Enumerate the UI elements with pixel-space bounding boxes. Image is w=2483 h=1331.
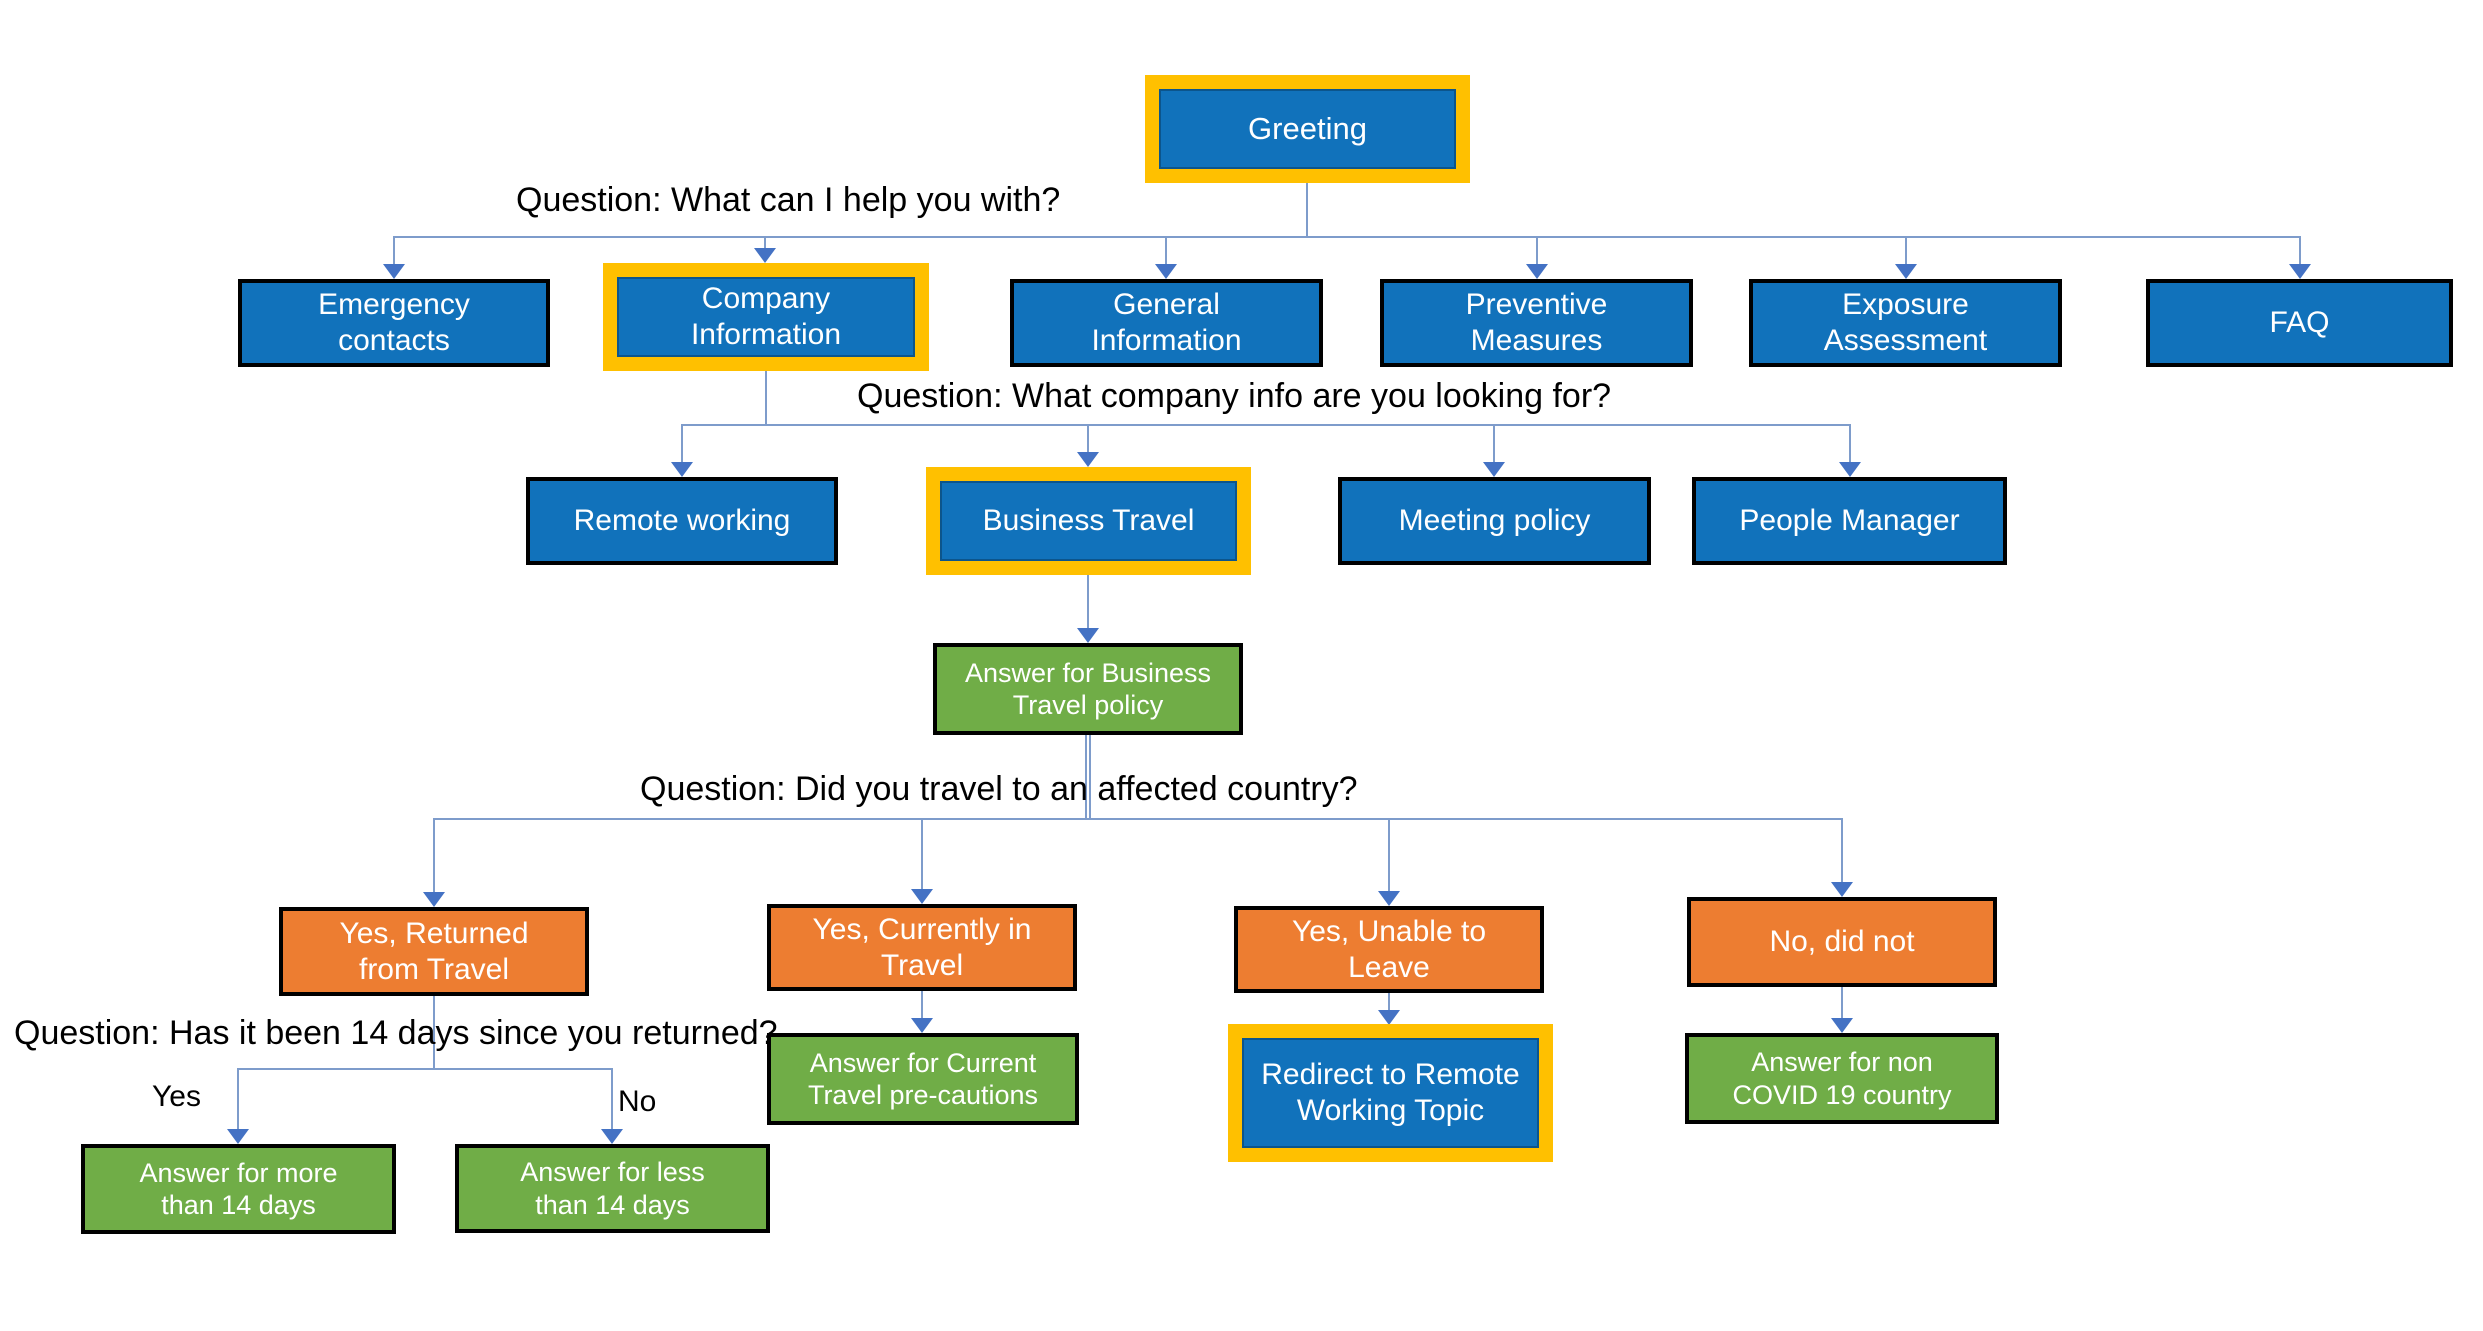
arrow-down-icon <box>1526 264 1548 279</box>
node-emergency-contacts[interactable]: Emergency contacts <box>238 279 550 367</box>
node-exposure-assessment[interactable]: Exposure Assessment <box>1749 279 2062 367</box>
node-people-manager[interactable]: People Manager <box>1692 477 2007 565</box>
connector-drop-unable <box>1388 818 1390 891</box>
node-answer-less-14[interactable]: Answer for less than 14 days <box>455 1144 770 1233</box>
arrow-down-icon <box>227 1129 249 1144</box>
question-affected-country: Question: Did you travel to an affected … <box>640 770 1358 808</box>
node-greeting[interactable]: Greeting <box>1145 75 1470 183</box>
connector-drop-meeting <box>1493 424 1495 462</box>
node-redirect-remote[interactable]: Redirect to Remote Working Topic <box>1228 1024 1553 1162</box>
connector-drop-exposure <box>1905 236 1907 266</box>
connector-row4-bus <box>434 818 1842 820</box>
connector-business-answer <box>1087 575 1089 628</box>
node-business-travel[interactable]: Business Travel <box>926 467 1251 575</box>
node-answer-non-covid[interactable]: Answer for non COVID 19 country <box>1685 1033 1999 1124</box>
question-what-help: Question: What can I help you with? <box>516 181 1061 219</box>
connector-drop-remote <box>681 424 683 462</box>
node-remote-working[interactable]: Remote working <box>526 477 838 565</box>
node-company-information-label: Company Information <box>617 277 915 357</box>
arrow-down-icon <box>1839 462 1861 477</box>
connector-row3-bus <box>682 424 1850 426</box>
connector-14days-bus <box>238 1068 612 1070</box>
connector-row2-bus <box>394 236 2301 238</box>
arrow-down-icon <box>2289 264 2311 279</box>
connector-greeting-down <box>1306 183 1308 236</box>
arrow-down-icon <box>383 264 405 279</box>
node-faq[interactable]: FAQ <box>2146 279 2453 367</box>
question-14-days: Question: Has it been 14 days since you … <box>14 1014 778 1052</box>
arrow-down-icon <box>671 462 693 477</box>
connector-drop-no <box>1841 818 1843 882</box>
connector-drop-general <box>1165 236 1167 266</box>
node-answer-current-travel[interactable]: Answer for Current Travel pre-cautions <box>767 1033 1079 1125</box>
connector-drop-currently <box>921 818 923 889</box>
connector-company-down <box>765 371 767 424</box>
node-meeting-policy[interactable]: Meeting policy <box>1338 477 1651 565</box>
arrow-down-icon <box>423 892 445 907</box>
arrow-down-icon <box>601 1129 623 1144</box>
arrow-down-icon <box>1831 1018 1853 1033</box>
connector-returned-down <box>433 996 435 1068</box>
arrow-down-icon <box>911 889 933 904</box>
arrow-down-icon <box>1155 264 1177 279</box>
connector-no-answer <box>1841 987 1843 1018</box>
connector-drop-people <box>1849 424 1851 462</box>
node-yes-currently[interactable]: Yes, Currently in Travel <box>767 904 1077 991</box>
node-company-information[interactable]: Company Information <box>603 263 929 371</box>
node-redirect-remote-label: Redirect to Remote Working Topic <box>1242 1038 1539 1148</box>
arrow-down-icon <box>1378 891 1400 906</box>
arrow-down-icon <box>911 1018 933 1033</box>
node-greeting-label: Greeting <box>1159 89 1456 169</box>
node-business-travel-label: Business Travel <box>940 481 1237 561</box>
arrow-down-icon <box>754 248 776 263</box>
connector-drop-preventive <box>1536 236 1538 266</box>
connector-drop-returned <box>433 818 435 892</box>
arrow-down-icon <box>1077 452 1099 467</box>
arrow-down-icon <box>1483 462 1505 477</box>
arrow-down-icon <box>1077 628 1099 643</box>
node-preventive-measures[interactable]: Preventive Measures <box>1380 279 1693 367</box>
connector-drop-less14 <box>611 1068 613 1129</box>
node-general-information[interactable]: General Information <box>1010 279 1323 367</box>
node-yes-unable[interactable]: Yes, Unable to Leave <box>1234 906 1544 993</box>
branch-label-no: No <box>618 1085 657 1118</box>
node-yes-returned[interactable]: Yes, Returned from Travel <box>279 907 589 996</box>
connector-unable-redirect <box>1388 993 1390 1010</box>
connector-currently-answer <box>921 991 923 1018</box>
node-answer-business-travel[interactable]: Answer for Business Travel policy <box>933 643 1243 735</box>
arrow-down-icon <box>1895 264 1917 279</box>
arrow-down-icon <box>1831 882 1853 897</box>
branch-label-yes: Yes <box>152 1080 201 1113</box>
node-answer-more-14[interactable]: Answer for more than 14 days <box>81 1144 396 1234</box>
connector-drop-company <box>764 236 766 250</box>
arrow-down-icon <box>1378 1010 1400 1025</box>
connector-drop-more14 <box>237 1068 239 1129</box>
connector-drop-faq <box>2299 236 2301 266</box>
question-company-info: Question: What company info are you look… <box>857 377 1612 415</box>
connector-drop-emergency <box>393 236 395 266</box>
connector-answer-down <box>1085 735 1091 818</box>
connector-drop-business <box>1087 424 1089 452</box>
node-no-did-not[interactable]: No, did not <box>1687 897 1997 987</box>
